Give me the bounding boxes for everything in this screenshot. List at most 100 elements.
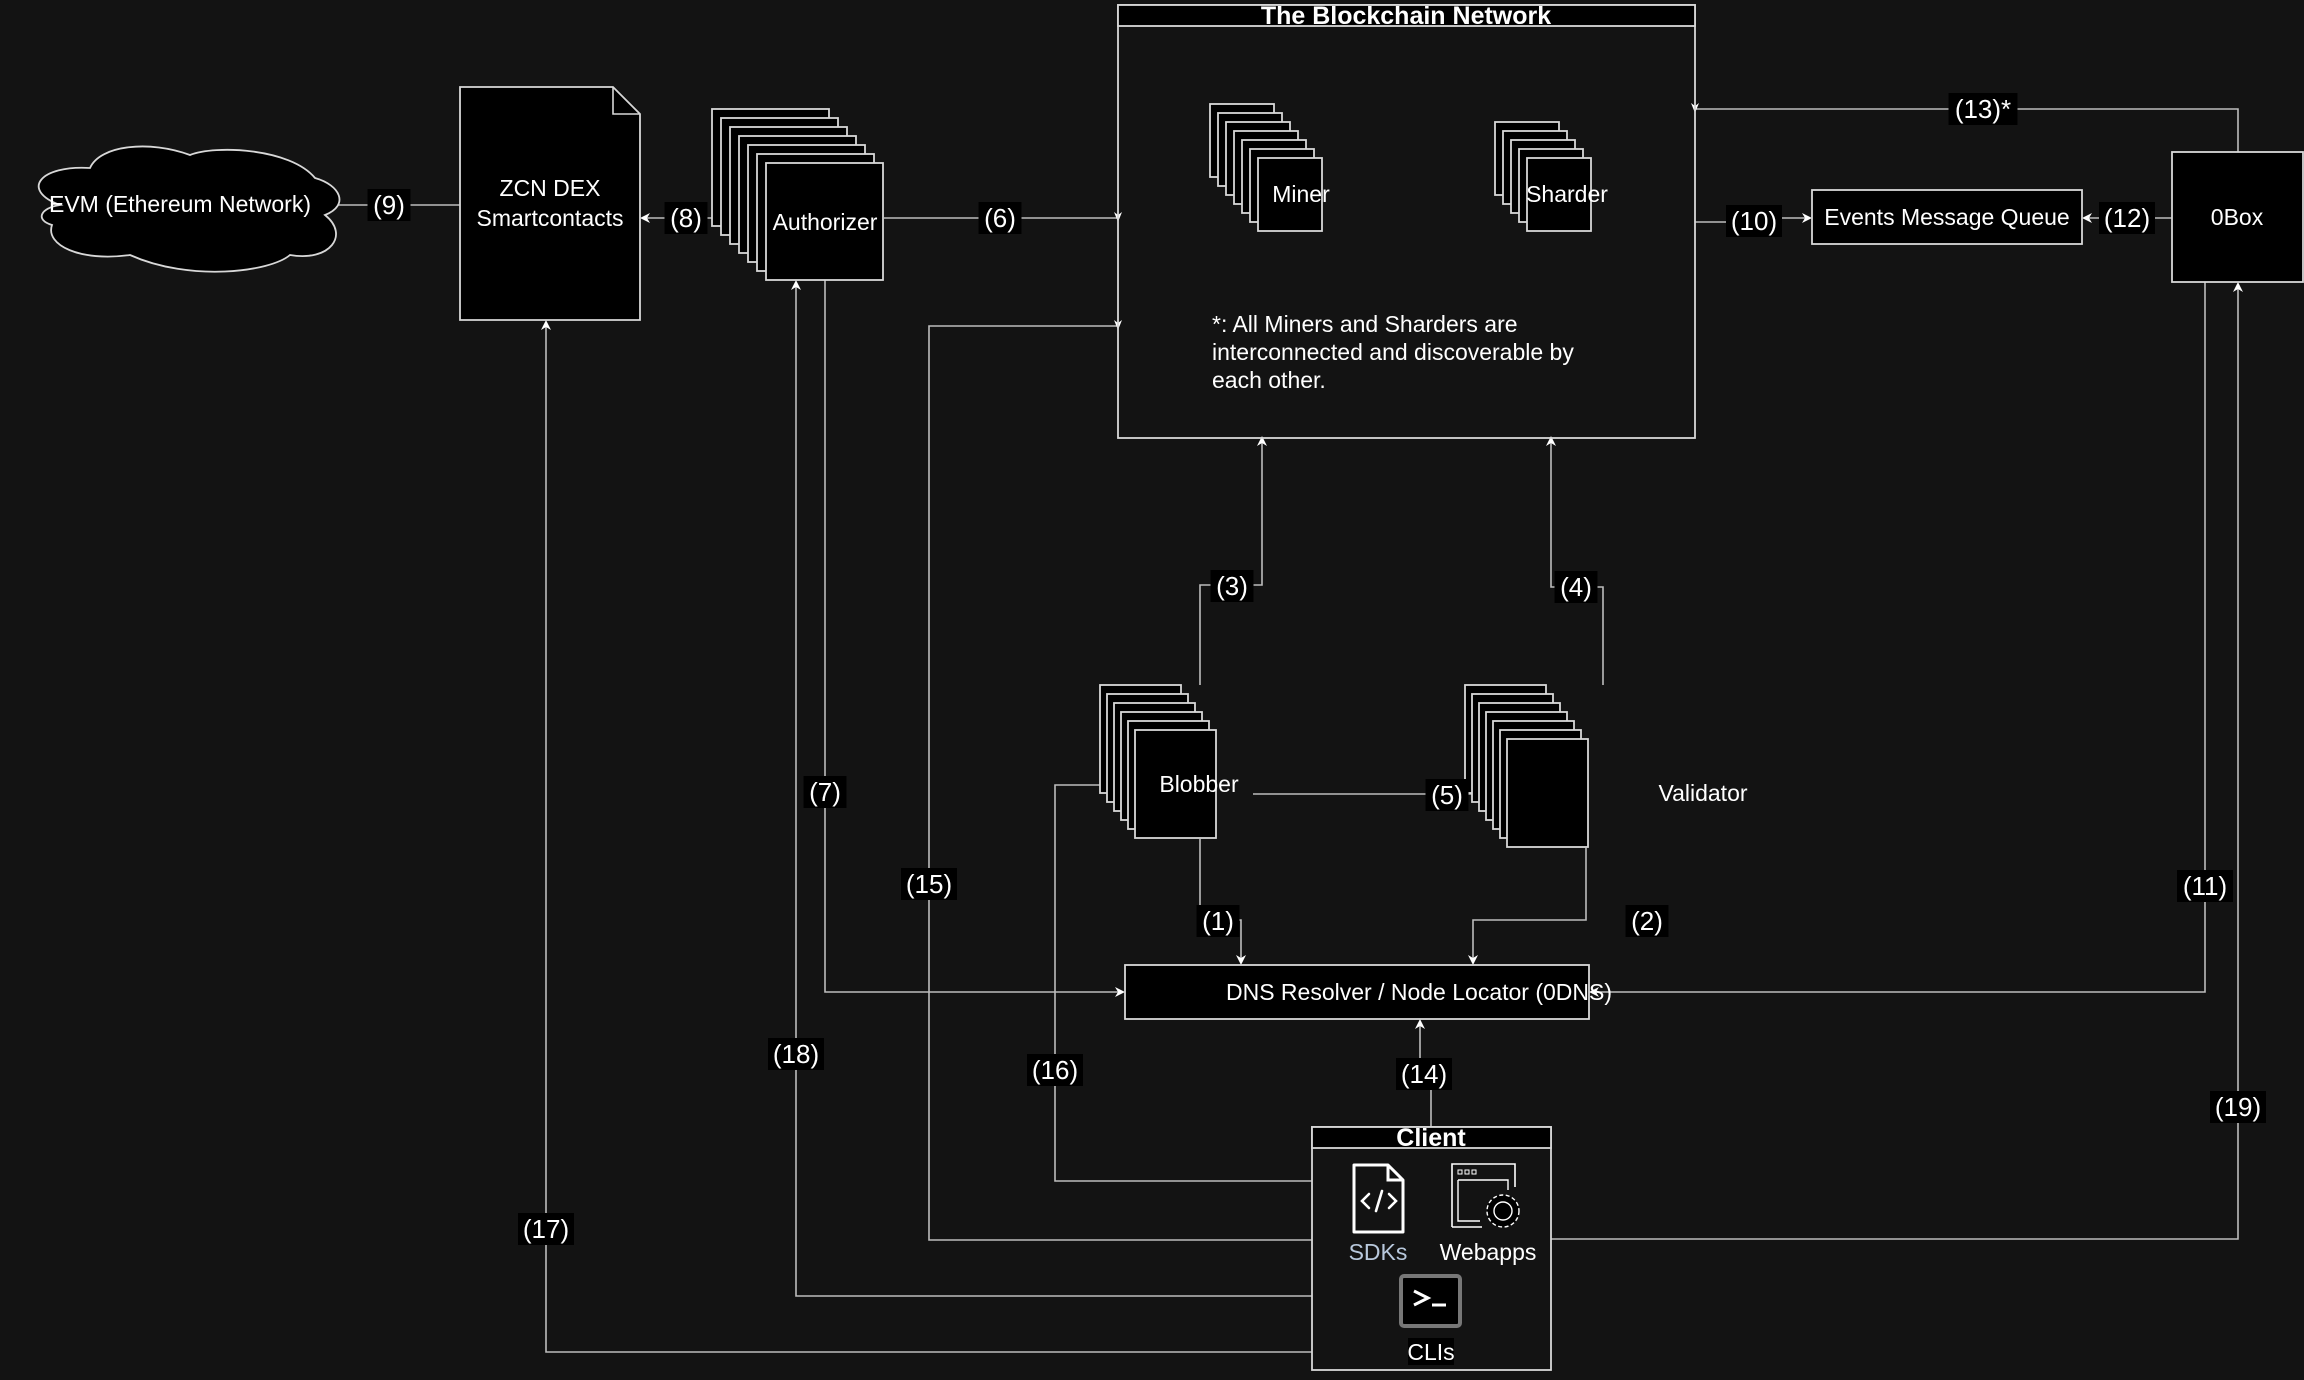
- edge-label-11: (11): [2183, 871, 2227, 901]
- edge-label-bg: [367, 189, 411, 221]
- edge-label-bg: [1210, 570, 1254, 602]
- stack-front-card: [765, 162, 884, 281]
- edge-label-1: (1): [1202, 906, 1234, 936]
- authorizer-stack[interactable]: [711, 108, 884, 281]
- zcn-label-line1: ZCN DEX: [500, 175, 601, 201]
- edge-label-bg: [2177, 870, 2233, 902]
- arrowhead: [1546, 436, 1556, 446]
- webapps-label: Webapps: [1440, 1239, 1537, 1265]
- code-file-icon: [1352, 1163, 1405, 1234]
- label-bg: [1408, 1338, 1454, 1365]
- cloud-icon: [37, 145, 341, 273]
- arrowhead: [791, 280, 801, 290]
- events-message-queue[interactable]: Events Message Queue: [1811, 189, 2083, 245]
- edge-2: [1472, 848, 1587, 961]
- edge-label-15: (15): [906, 869, 952, 899]
- arrowhead: [541, 320, 551, 330]
- edge-4: [1550, 440, 1604, 685]
- arrowhead: [2082, 213, 2092, 223]
- edge-label-8: (8): [670, 203, 702, 233]
- edge-label-2: (2): [1631, 906, 1663, 936]
- webapp-gear-icon: [1451, 1163, 1520, 1228]
- note-line-2: interconnected and discoverable by: [1212, 339, 1574, 365]
- edge-17: [545, 324, 1312, 1353]
- sdks-label: SDKs: [1349, 1239, 1408, 1265]
- stack-front-card: [1506, 738, 1589, 848]
- evm-label: EVM (Ethereum Network): [49, 191, 311, 217]
- edge-label-13: (13)*: [1955, 94, 2011, 124]
- arrowhead: [1415, 1019, 1425, 1029]
- stack-front-card: [1526, 157, 1592, 232]
- arrowhead: [1257, 436, 1267, 446]
- edge-16: [1054, 784, 1312, 1182]
- validator-stack[interactable]: [1464, 684, 1589, 848]
- edge-label-bg: [803, 776, 847, 808]
- edge-15: [928, 325, 1312, 1241]
- client-container[interactable]: Client SDKs Webapps: [1311, 1124, 1552, 1371]
- edge-labels: (1)(2)(3)(4)(5)(6)(7)(8)(9)(10)(11)(12)(…: [367, 93, 2266, 1245]
- events-queue-label: Events Message Queue: [1824, 204, 2069, 230]
- edge-label-19: (19): [2215, 1092, 2261, 1122]
- edge-label-bg: [2210, 1091, 2266, 1123]
- dns-resolver[interactable]: DNS Resolver / Node Locator (0DNS): [1124, 964, 1612, 1020]
- arrowhead: [1236, 955, 1246, 965]
- evm-cloud[interactable]: EVM (Ethereum Network): [37, 145, 341, 273]
- note-line-1: *: All Miners and Sharders are: [1212, 311, 1518, 337]
- edge-label-4: (4): [1560, 572, 1592, 602]
- edge-label-3: (3): [1216, 571, 1248, 601]
- zcn-dex-smartcontracts[interactable]: ZCN DEX Smartcontacts: [459, 86, 641, 321]
- edge-label-bg: [664, 202, 708, 234]
- edge-label-7: (7): [809, 777, 841, 807]
- edge-label-bg: [768, 1038, 824, 1070]
- network-title: The Blockchain Network: [1261, 2, 1551, 30]
- arrowhead: [640, 213, 650, 223]
- clis-label: CLIs: [1407, 1339, 1454, 1365]
- edge-label-bg: [1027, 1054, 1083, 1086]
- edge-label-14: (14): [1401, 1059, 1447, 1089]
- edge-label-bg: [1554, 571, 1598, 603]
- edge-3: [1199, 440, 1263, 685]
- network-header: [1117, 4, 1696, 27]
- sharder-label: Sharder: [1526, 181, 1608, 207]
- zerobox-label: 0Box: [2211, 204, 2264, 230]
- edge-18: [795, 284, 1312, 1297]
- edge-label-16: (16): [1032, 1055, 1078, 1085]
- edge-label-bg: [1625, 905, 1669, 937]
- edge-label-bg: [1726, 205, 1782, 237]
- edge-label-6: (6): [984, 203, 1016, 233]
- edge-label-5: (5): [1431, 780, 1463, 810]
- miner-stack[interactable]: [1209, 103, 1323, 232]
- edge-label-10: (10): [1731, 206, 1777, 236]
- terminal-icon: [1399, 1274, 1462, 1328]
- edge-11: [1593, 282, 2206, 993]
- arrowhead: [2233, 282, 2243, 292]
- dns-label: DNS Resolver / Node Locator (0DNS): [1226, 979, 1612, 1005]
- edge-label-18: (18): [773, 1039, 819, 1069]
- arrowhead: [1589, 987, 1599, 997]
- edge-label-12: (12): [2104, 203, 2150, 233]
- clis-item[interactable]: CLIs: [1399, 1274, 1462, 1365]
- validator-label: Validator: [1658, 780, 1747, 806]
- authorizer-label: Authorizer: [773, 209, 878, 235]
- edge-label-bg: [2099, 202, 2155, 234]
- edge-label-bg: [1948, 93, 2018, 125]
- sdks-item[interactable]: SDKs: [1349, 1163, 1408, 1265]
- edge-7: [824, 280, 1121, 993]
- edge-label-bg: [978, 202, 1022, 234]
- arrowhead: [1802, 213, 1812, 223]
- zerobox-node[interactable]: 0Box: [2171, 151, 2304, 283]
- blockchain-network[interactable]: The Blockchain Network *: All Miners and…: [1117, 2, 1696, 439]
- edge-19: [1551, 286, 2239, 1240]
- sharder-stack[interactable]: [1494, 121, 1592, 232]
- edge-label-bg: [1425, 779, 1469, 811]
- blobber-stack[interactable]: [1099, 684, 1217, 839]
- document-fold: [612, 87, 640, 115]
- edge-1: [1199, 839, 1242, 961]
- edge-label-bg: [518, 1213, 574, 1245]
- edge-13: [1695, 108, 2239, 152]
- edge-label-bg: [1196, 905, 1240, 937]
- document-shape: [459, 86, 641, 321]
- webapps-item[interactable]: Webapps: [1440, 1163, 1537, 1265]
- blobber-label: Blobber: [1159, 771, 1239, 797]
